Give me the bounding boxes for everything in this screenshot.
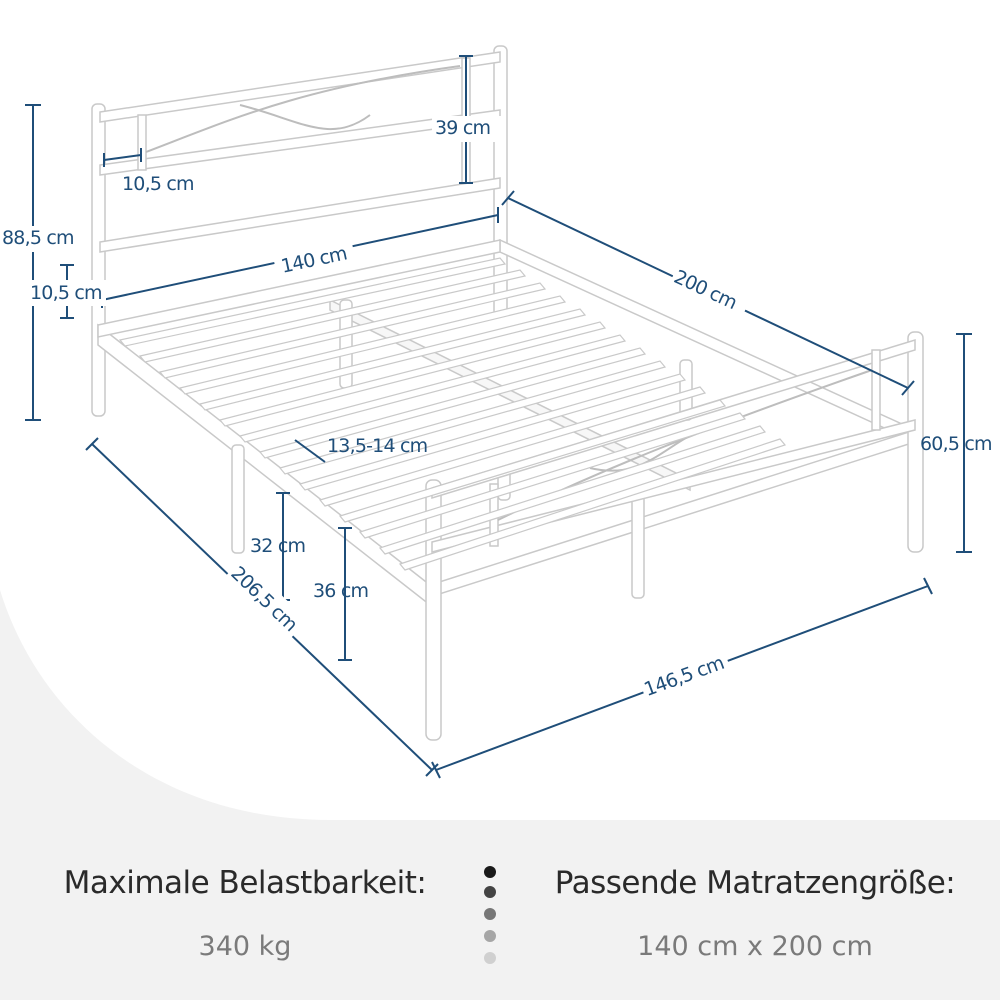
bed-slats [118, 257, 787, 571]
dimension-label-backgrounds [0, 116, 753, 705]
divider-dot [484, 886, 496, 898]
mattress-size-value: 140 cm x 200 cm [637, 931, 873, 962]
dim-slat-gap: 13,5-14 cm [327, 435, 427, 457]
divider-dot [484, 908, 496, 920]
specs-section: Maximale Belastbarkeit: 340 kg Passende … [0, 830, 1000, 1000]
dim-total-height: 88,5 cm [2, 227, 74, 249]
mattress-size-block: Passende Matratzengröße: 140 cm x 200 cm [530, 865, 980, 962]
dim-footboard-height: 60,5 cm [920, 433, 992, 455]
dim-headboard-rail-offset: 10,5 cm [30, 282, 102, 304]
bed-frame [91, 45, 924, 741]
dim-underbed-clearance: 36 cm [313, 580, 368, 602]
load-capacity-value: 340 kg [198, 931, 292, 962]
mattress-size-label: Passende Matratzengröße: [554, 865, 956, 901]
dim-headboard-gap: 39 cm [435, 117, 490, 139]
dim-headboard-post-gap: 10,5 cm [122, 173, 194, 195]
dim-underbed-clearance-short: 32 cm [250, 535, 305, 557]
divider-dot [484, 952, 496, 964]
divider-dot [484, 930, 496, 942]
divider-dot [484, 866, 496, 878]
load-capacity-label: Maximale Belastbarkeit: [63, 865, 427, 901]
load-capacity-block: Maximale Belastbarkeit: 340 kg [40, 865, 450, 962]
